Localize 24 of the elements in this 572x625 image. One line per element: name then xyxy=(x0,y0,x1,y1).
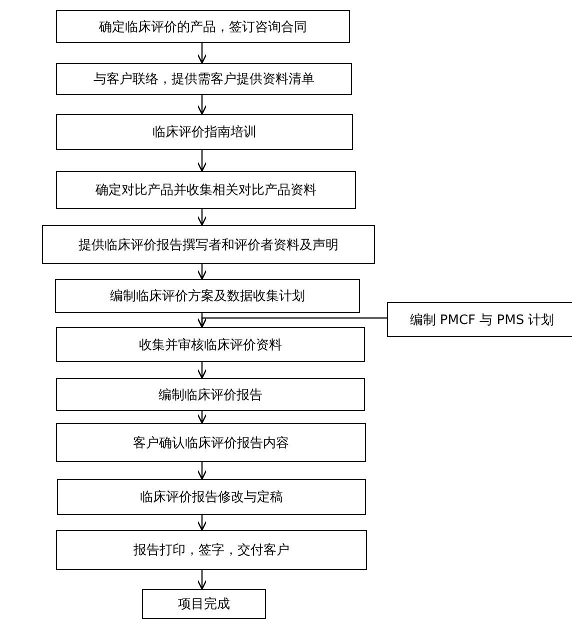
arrow xyxy=(197,362,207,379)
arrow xyxy=(197,411,207,424)
arrow xyxy=(197,95,207,115)
arrow xyxy=(197,317,387,328)
process-box: 编制临床评价方案及数据收集计划 xyxy=(55,279,360,313)
process-box: 与客户联络，提供需客户提供资料清单 xyxy=(56,63,352,95)
process-box: 客户确认临床评价报告内容 xyxy=(56,423,366,462)
process-box: 提供临床评价报告撰写者和评价者资料及声明 xyxy=(42,225,375,264)
arrow xyxy=(197,462,207,480)
arrow xyxy=(197,570,207,590)
process-box: 报告打印，签字，交付客户 xyxy=(56,530,367,570)
arrow xyxy=(197,515,207,531)
arrow xyxy=(197,264,207,280)
process-box: 项目完成 xyxy=(142,589,266,619)
process-box: 收集并审核临床评价资料 xyxy=(56,327,365,362)
process-box: 临床评价报告修改与定稿 xyxy=(57,479,366,515)
arrow xyxy=(197,43,207,64)
process-box: 编制临床评价报告 xyxy=(56,378,365,411)
process-box: 编制 PMCF 与 PMS 计划 xyxy=(387,302,572,337)
process-box: 确定对比产品并收集相关对比产品资料 xyxy=(56,171,356,209)
arrow xyxy=(197,150,207,172)
process-box: 确定临床评价的产品，签订咨询合同 xyxy=(56,10,350,43)
arrow xyxy=(197,209,207,226)
process-box: 临床评价指南培训 xyxy=(56,114,353,150)
